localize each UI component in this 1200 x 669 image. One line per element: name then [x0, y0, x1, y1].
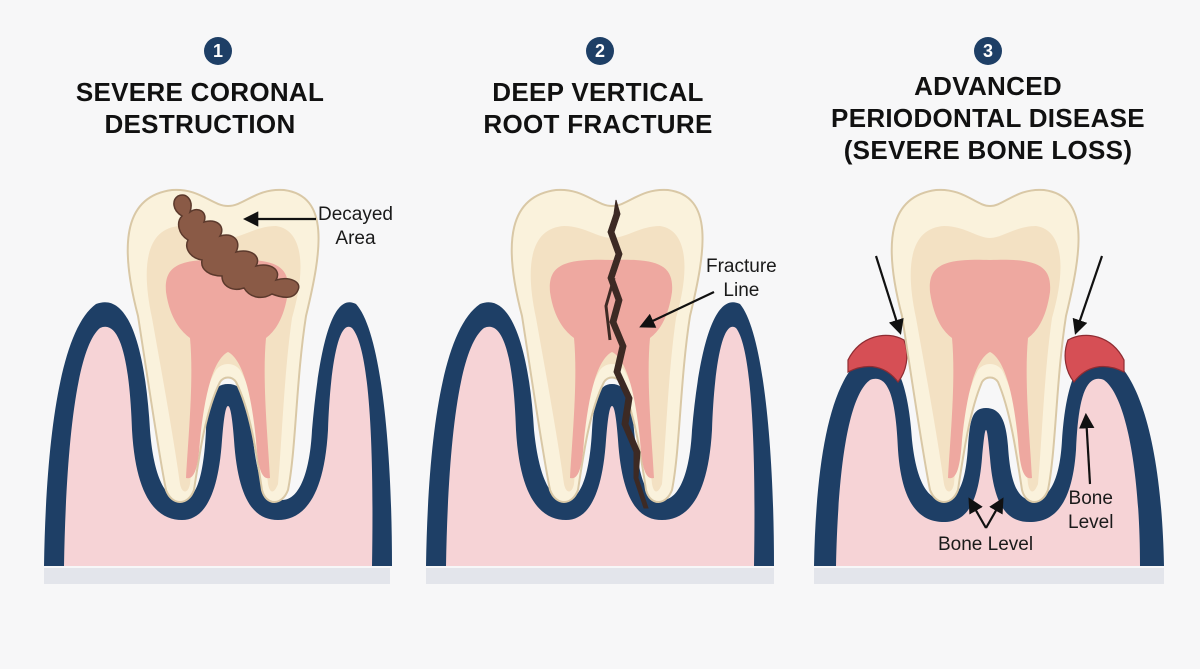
label-line: Line: [723, 280, 760, 301]
panel-periodontal-disease: 3 ADVANCED PERIODONTAL DISEASE (SEVERE B…: [800, 0, 1200, 669]
tooth-illustration-decayed: [44, 188, 392, 584]
panel-title: ADVANCED PERIODONTAL DISEASE (SEVERE BON…: [788, 70, 1188, 166]
fracture-branch: [604, 277, 616, 341]
inflamed-gum-right: [1064, 334, 1125, 383]
gum-pointer-left: [874, 255, 904, 335]
bone-level-pointer-a: [968, 497, 987, 529]
panel-title-line: (SEVERE BONE LOSS): [843, 135, 1133, 165]
bone-level-pointer-right: [1079, 412, 1095, 485]
panel-coronal-destruction: 1 SEVERE CORONAL DESTRUCTION Decayed Are…: [0, 0, 400, 669]
decayed-area-label: Decayed Area: [318, 203, 393, 251]
decay-area: [173, 194, 300, 299]
label-line: Decayed: [318, 204, 393, 225]
bone-level-pointer-b: [985, 497, 1004, 529]
bone-level-label-right: Bone Level: [1068, 487, 1113, 535]
label-line: Fracture: [706, 256, 777, 277]
base-strip: [44, 568, 390, 584]
step-badge-1: 1: [204, 37, 232, 65]
panel-title-line: ROOT FRACTURE: [483, 109, 713, 139]
tooth-pulp: [165, 259, 289, 479]
label-line: Level: [1068, 512, 1114, 533]
label-line: Bone Level: [938, 534, 1034, 555]
tooth-illustration-bone-loss: [814, 188, 1164, 584]
label-line: Bone: [1068, 488, 1113, 509]
label-line: Area: [335, 228, 376, 249]
step-badge-3: 3: [974, 37, 1002, 65]
gum-tissue: [836, 378, 1140, 566]
panel-title-line: DESTRUCTION: [104, 109, 296, 139]
bone-level-label-bottom: Bone Level: [938, 533, 1033, 557]
step-badge-2: 2: [586, 37, 614, 65]
fracture-pointer-arrow: [639, 291, 715, 328]
base-strip: [426, 568, 774, 584]
panel-root-fracture: 2 DEEP VERTICAL ROOT FRACTURE Fracture L…: [400, 0, 800, 669]
panel-title-line: ADVANCED: [914, 71, 1062, 101]
fracture-line-label: Fracture Line: [706, 255, 777, 303]
tooth-pulp: [929, 259, 1051, 479]
gum-tissue: [64, 326, 373, 566]
gum-tissue: [446, 326, 755, 566]
tooth-illustration-fractured: [426, 188, 774, 584]
panel-title: SEVERE CORONAL DESTRUCTION: [0, 76, 400, 140]
panel-title: DEEP VERTICAL ROOT FRACTURE: [398, 76, 798, 140]
panel-title-line: SEVERE CORONAL: [75, 77, 325, 107]
gum-pointer-right: [1072, 255, 1104, 335]
panel-title-line: DEEP VERTICAL: [492, 77, 704, 107]
panel-title-line: PERIODONTAL DISEASE: [831, 103, 1145, 133]
base-strip: [814, 568, 1164, 584]
inflamed-gum-left: [847, 334, 908, 383]
